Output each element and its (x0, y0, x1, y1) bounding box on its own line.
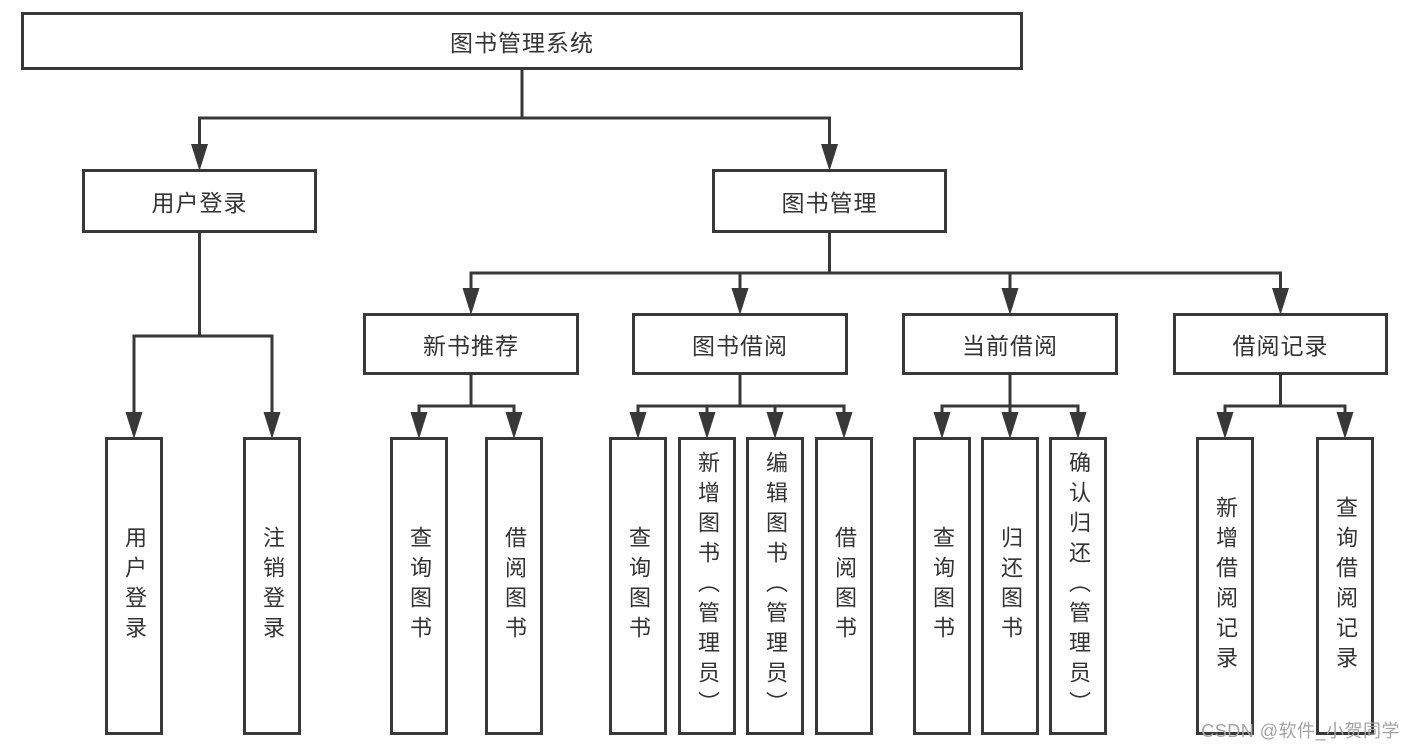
node-leaf-record-add: 新增借阅记录 (1196, 437, 1254, 735)
arrowhead-icon (410, 412, 428, 439)
node-leaf-borrow-query: 查询图书 (609, 437, 667, 735)
node-leaf-user-login: 用户登录 (105, 437, 163, 735)
node-leaf-record-query: 查询借阅记录 (1316, 437, 1374, 735)
node-label-leaf-current-query: 查询图书 (930, 526, 955, 646)
arrowhead-icon (191, 144, 208, 171)
arrowhead-icon (505, 412, 523, 439)
edge-group-borrow-record (1216, 375, 1354, 439)
node-label-leaf-user-login: 用户登录 (122, 526, 147, 646)
arrowhead-icon (1001, 412, 1019, 439)
arrowhead-icon (125, 412, 143, 439)
node-book-mgmt: 图书管理 (712, 169, 947, 233)
node-label-leaf-borrow-query: 查询图书 (626, 526, 651, 646)
node-current-borrow: 当前借阅 (902, 313, 1118, 375)
node-label-leaf-record-query: 查询借阅记录 (1333, 496, 1358, 676)
edge-group-book-borrow (629, 375, 853, 439)
node-label-root: 图书管理系统 (450, 30, 594, 56)
arrowhead-icon (835, 412, 853, 439)
arrowhead-icon (1001, 288, 1019, 315)
node-leaf-newbook-borrow: 借阅图书 (485, 437, 543, 735)
edge-group-user-login (125, 233, 281, 439)
watermark: CSDN @软件_小贺同学 (1201, 721, 1400, 741)
node-label-book-mgmt: 图书管理 (781, 190, 878, 216)
arrowhead-icon (462, 288, 480, 315)
node-label-leaf-newbook-borrow: 借阅图书 (502, 526, 527, 646)
node-label-book-borrow: 图书借阅 (692, 333, 788, 359)
node-leaf-borrow-lend: 借阅图书 (815, 437, 873, 735)
arrowhead-icon (629, 412, 647, 439)
node-label-leaf-newbook-query: 查询图书 (407, 526, 432, 646)
arrowhead-icon (1336, 412, 1354, 439)
node-leaf-logout: 注销登录 (243, 437, 301, 735)
node-label-borrow-record: 借阅记录 (1232, 333, 1329, 359)
node-leaf-borrow-add: 新增图书（管理员） (678, 437, 736, 735)
node-label-leaf-current-return: 归还图书 (998, 526, 1023, 646)
arrowhead-icon (766, 412, 784, 439)
edge-group-current-borrow (933, 375, 1087, 439)
node-leaf-current-return: 归还图书 (981, 437, 1039, 735)
arrowhead-icon (731, 288, 749, 315)
node-label-leaf-borrow-add: 新增图书（管理员） (695, 451, 720, 721)
node-label-leaf-record-add: 新增借阅记录 (1213, 496, 1238, 676)
node-label-leaf-borrow-edit: 编辑图书（管理员） (763, 451, 788, 721)
node-root: 图书管理系统 (21, 12, 1023, 70)
arrowhead-icon (1216, 412, 1234, 439)
edge-group-root (191, 70, 838, 171)
node-leaf-borrow-edit: 编辑图书（管理员） (746, 437, 804, 735)
arrowhead-icon (1272, 288, 1289, 315)
arrowhead-icon (698, 412, 716, 439)
node-leaf-current-confirm: 确认归还（管理员） (1049, 437, 1107, 735)
node-borrow-record: 借阅记录 (1173, 313, 1388, 375)
node-label-leaf-current-confirm: 确认归还（管理员） (1066, 451, 1091, 721)
arrowhead-icon (1069, 412, 1087, 439)
arrowhead-icon (263, 412, 281, 439)
node-label-current-borrow: 当前借阅 (962, 333, 1058, 359)
edge-group-new-book (410, 375, 523, 439)
node-label-leaf-logout: 注销登录 (260, 526, 285, 646)
node-label-user-login: 用户登录 (151, 190, 248, 216)
edge-group-book-mgmt (462, 233, 1289, 315)
node-book-borrow: 图书借阅 (632, 313, 848, 375)
node-user-login: 用户登录 (82, 169, 317, 233)
node-new-book: 新书推荐 (363, 313, 579, 375)
arrowhead-icon (933, 412, 951, 439)
node-label-new-book: 新书推荐 (423, 333, 519, 359)
node-label-leaf-borrow-lend: 借阅图书 (832, 526, 857, 646)
node-leaf-newbook-query: 查询图书 (390, 437, 448, 735)
arrowhead-icon (821, 144, 838, 171)
node-leaf-current-query: 查询图书 (913, 437, 971, 735)
